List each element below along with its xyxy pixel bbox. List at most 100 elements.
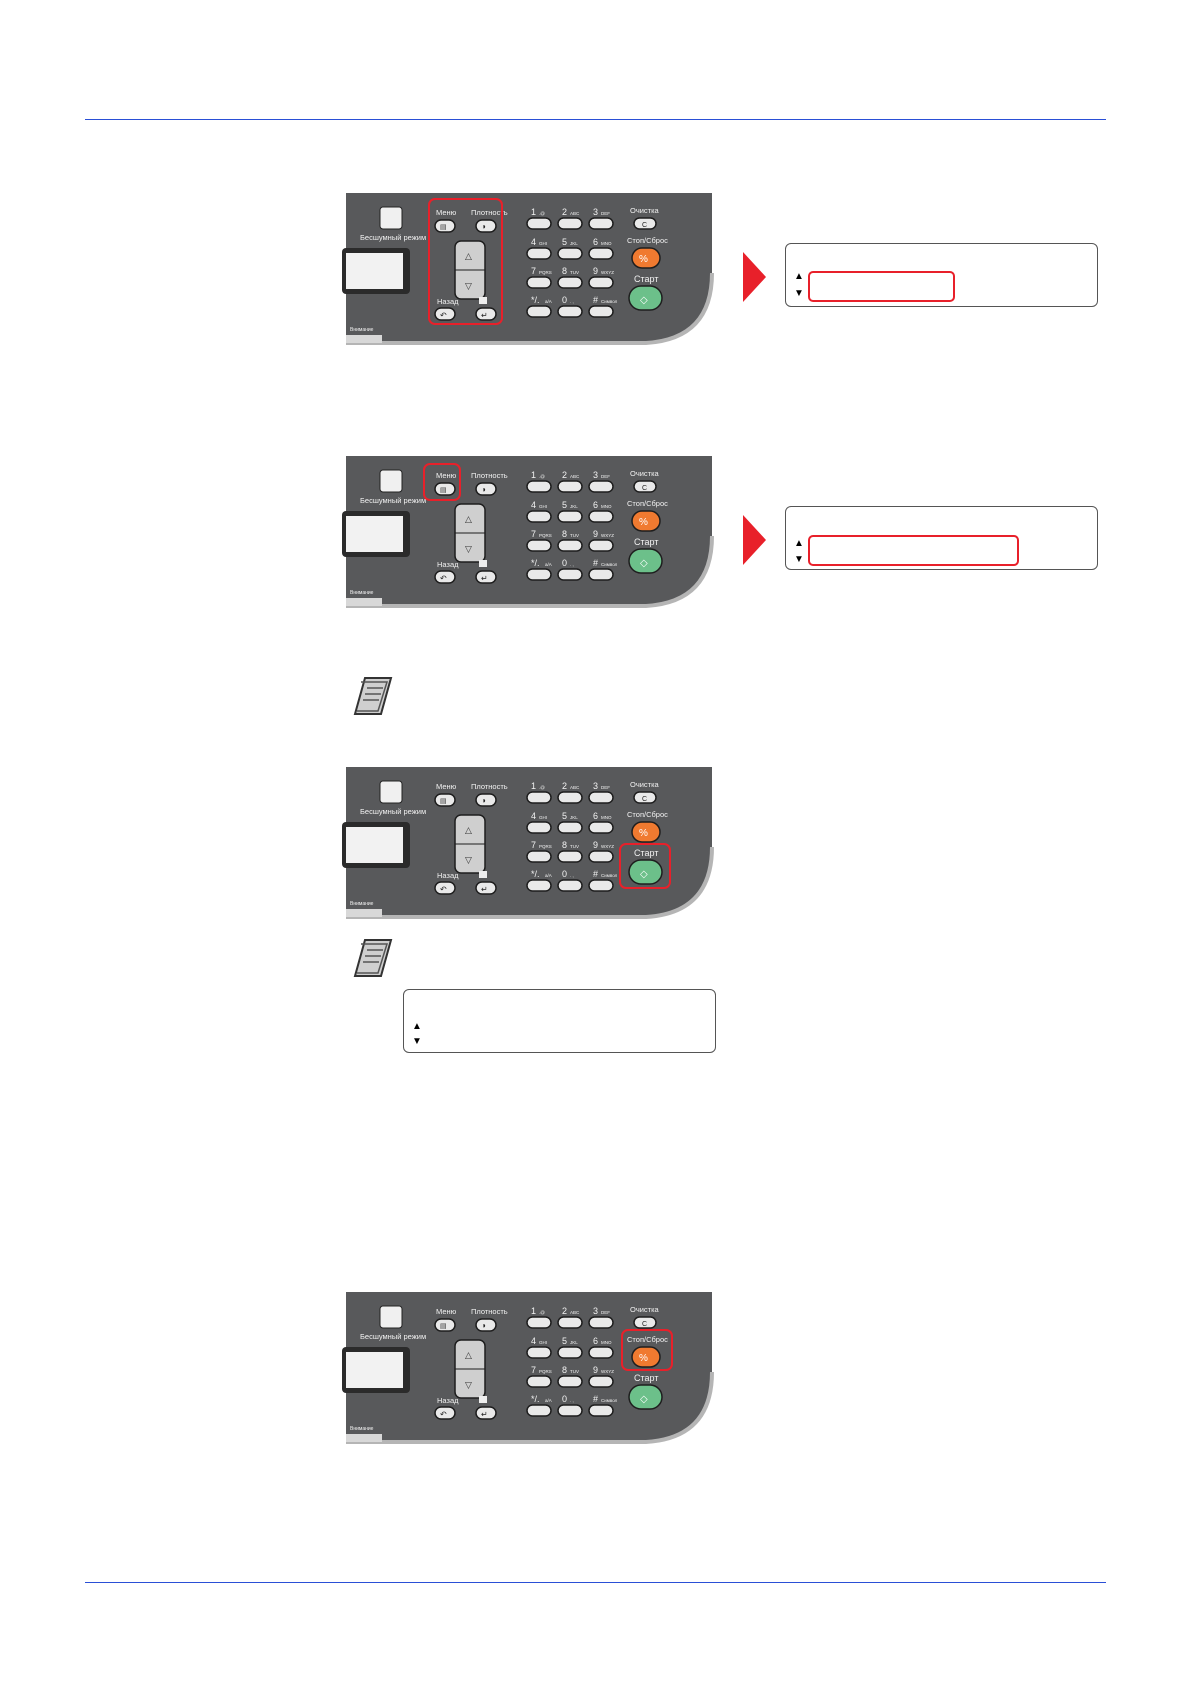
key-letters: WXYZ bbox=[601, 270, 614, 275]
stop-key bbox=[631, 1346, 661, 1368]
up-key-icon: △ bbox=[465, 825, 472, 835]
key-letters: ABC bbox=[570, 785, 580, 790]
key-digit: 9 bbox=[593, 1365, 598, 1375]
arrow-right-icon bbox=[743, 252, 766, 302]
ok-key bbox=[475, 307, 497, 321]
menu-key bbox=[434, 219, 456, 233]
attention-label: Внимание bbox=[350, 1426, 374, 1432]
key-letters: ABC bbox=[570, 1310, 580, 1315]
density-icon: ◑ bbox=[481, 796, 486, 805]
key-digit: 3 bbox=[593, 470, 598, 480]
key-highlight bbox=[621, 1329, 673, 1371]
scroll-up-icon: ▲ bbox=[794, 271, 804, 282]
density-label: Плотность bbox=[471, 208, 508, 217]
key-letters: MNO bbox=[601, 1340, 612, 1345]
number-key bbox=[557, 247, 583, 260]
number-key bbox=[526, 539, 552, 552]
lcd-selection-highlight bbox=[808, 535, 1019, 566]
down-key-icon: ▽ bbox=[465, 281, 472, 291]
key-digit: 4 bbox=[531, 811, 536, 821]
key-digit: 3 bbox=[593, 781, 598, 791]
key-digit: 1 bbox=[531, 470, 536, 480]
key-highlight bbox=[619, 843, 671, 889]
stop-key bbox=[631, 510, 661, 532]
stop-label: Стоп/Сброс bbox=[627, 1335, 668, 1344]
ok-icon bbox=[479, 1396, 487, 1403]
panel-edge bbox=[346, 272, 714, 345]
number-key bbox=[526, 879, 552, 892]
number-key bbox=[588, 791, 614, 804]
menu-key bbox=[434, 482, 456, 496]
stop-label: Стоп/Сброс bbox=[627, 499, 668, 508]
note-icon bbox=[353, 939, 393, 977]
number-key bbox=[588, 821, 614, 834]
panel-edge bbox=[346, 1371, 714, 1444]
key-digit: 8 bbox=[562, 840, 567, 850]
key-letters: TUV bbox=[570, 1369, 579, 1374]
key-letters: .@ bbox=[539, 211, 545, 216]
clear-key bbox=[633, 791, 657, 804]
key-digit: */. bbox=[531, 1394, 540, 1404]
key-letters: . , bbox=[570, 873, 574, 878]
number-key bbox=[526, 1404, 552, 1417]
key-letters: JKL bbox=[570, 815, 578, 820]
key-letters: GHI bbox=[539, 815, 547, 820]
down-key-icon: ▽ bbox=[465, 544, 472, 554]
key-letters: TUV bbox=[570, 533, 579, 538]
down-key-icon: ▽ bbox=[465, 1380, 472, 1390]
stop-label: Стоп/Сброс bbox=[627, 236, 668, 245]
key-letters: JKL bbox=[570, 504, 578, 509]
key-digit: 4 bbox=[531, 237, 536, 247]
number-key bbox=[526, 217, 552, 230]
scroll-down-icon: ▼ bbox=[794, 288, 804, 299]
key-digit: 0 bbox=[562, 1394, 567, 1404]
menu-icon: ▤ bbox=[440, 1323, 447, 1330]
panel-tab bbox=[346, 909, 382, 917]
lcd-display-2: ▲ ▼ bbox=[785, 506, 1098, 570]
start-key bbox=[628, 285, 663, 311]
stop-label: Стоп/Сброс bbox=[627, 810, 668, 819]
number-key bbox=[557, 480, 583, 493]
panel-drawing: Бесшумный режимВниманиеМеню▤Плотность◑△▽… bbox=[342, 767, 714, 919]
lcd-window bbox=[346, 516, 403, 552]
up-key-icon: △ bbox=[465, 251, 472, 261]
number-key bbox=[588, 1375, 614, 1388]
density-icon: ◑ bbox=[481, 485, 486, 494]
number-key bbox=[526, 247, 552, 260]
key-letters: PQRS bbox=[539, 533, 552, 538]
number-key bbox=[588, 539, 614, 552]
key-digit: */. bbox=[531, 295, 540, 305]
key-digit: 1 bbox=[531, 207, 536, 217]
stop-icon: % bbox=[639, 828, 648, 839]
clear-label: Очистка bbox=[630, 206, 660, 215]
menu-icon: ▤ bbox=[440, 798, 447, 805]
back-key bbox=[434, 881, 456, 895]
stop-icon: % bbox=[639, 517, 648, 528]
start-key bbox=[628, 548, 663, 574]
number-key bbox=[526, 568, 552, 581]
number-key bbox=[526, 276, 552, 289]
key-letters: GHI bbox=[539, 1340, 547, 1345]
key-digit: 8 bbox=[562, 529, 567, 539]
back-icon: ↶ bbox=[439, 311, 447, 320]
number-key bbox=[557, 276, 583, 289]
key-digit: 2 bbox=[562, 470, 567, 480]
stop-icon: % bbox=[639, 1353, 648, 1364]
start-key bbox=[628, 1384, 663, 1410]
key-letters: MNO bbox=[601, 504, 612, 509]
menu-label: Меню bbox=[436, 471, 457, 480]
number-key bbox=[588, 1404, 614, 1417]
start-icon: ◇ bbox=[640, 295, 648, 306]
key-digit: 6 bbox=[593, 811, 598, 821]
enter-icon: ↵ bbox=[481, 311, 488, 320]
key-digit: # bbox=[593, 558, 598, 568]
back-label: Назад bbox=[437, 297, 459, 306]
panel-tab bbox=[346, 598, 382, 606]
eco-mode-label: Бесшумный режим bbox=[360, 1332, 426, 1341]
back-icon: ↶ bbox=[439, 885, 447, 894]
key-letters: a/A bbox=[545, 873, 552, 878]
menu-key bbox=[434, 793, 456, 807]
power-icon bbox=[379, 206, 403, 230]
key-letters: Символ bbox=[601, 562, 618, 567]
